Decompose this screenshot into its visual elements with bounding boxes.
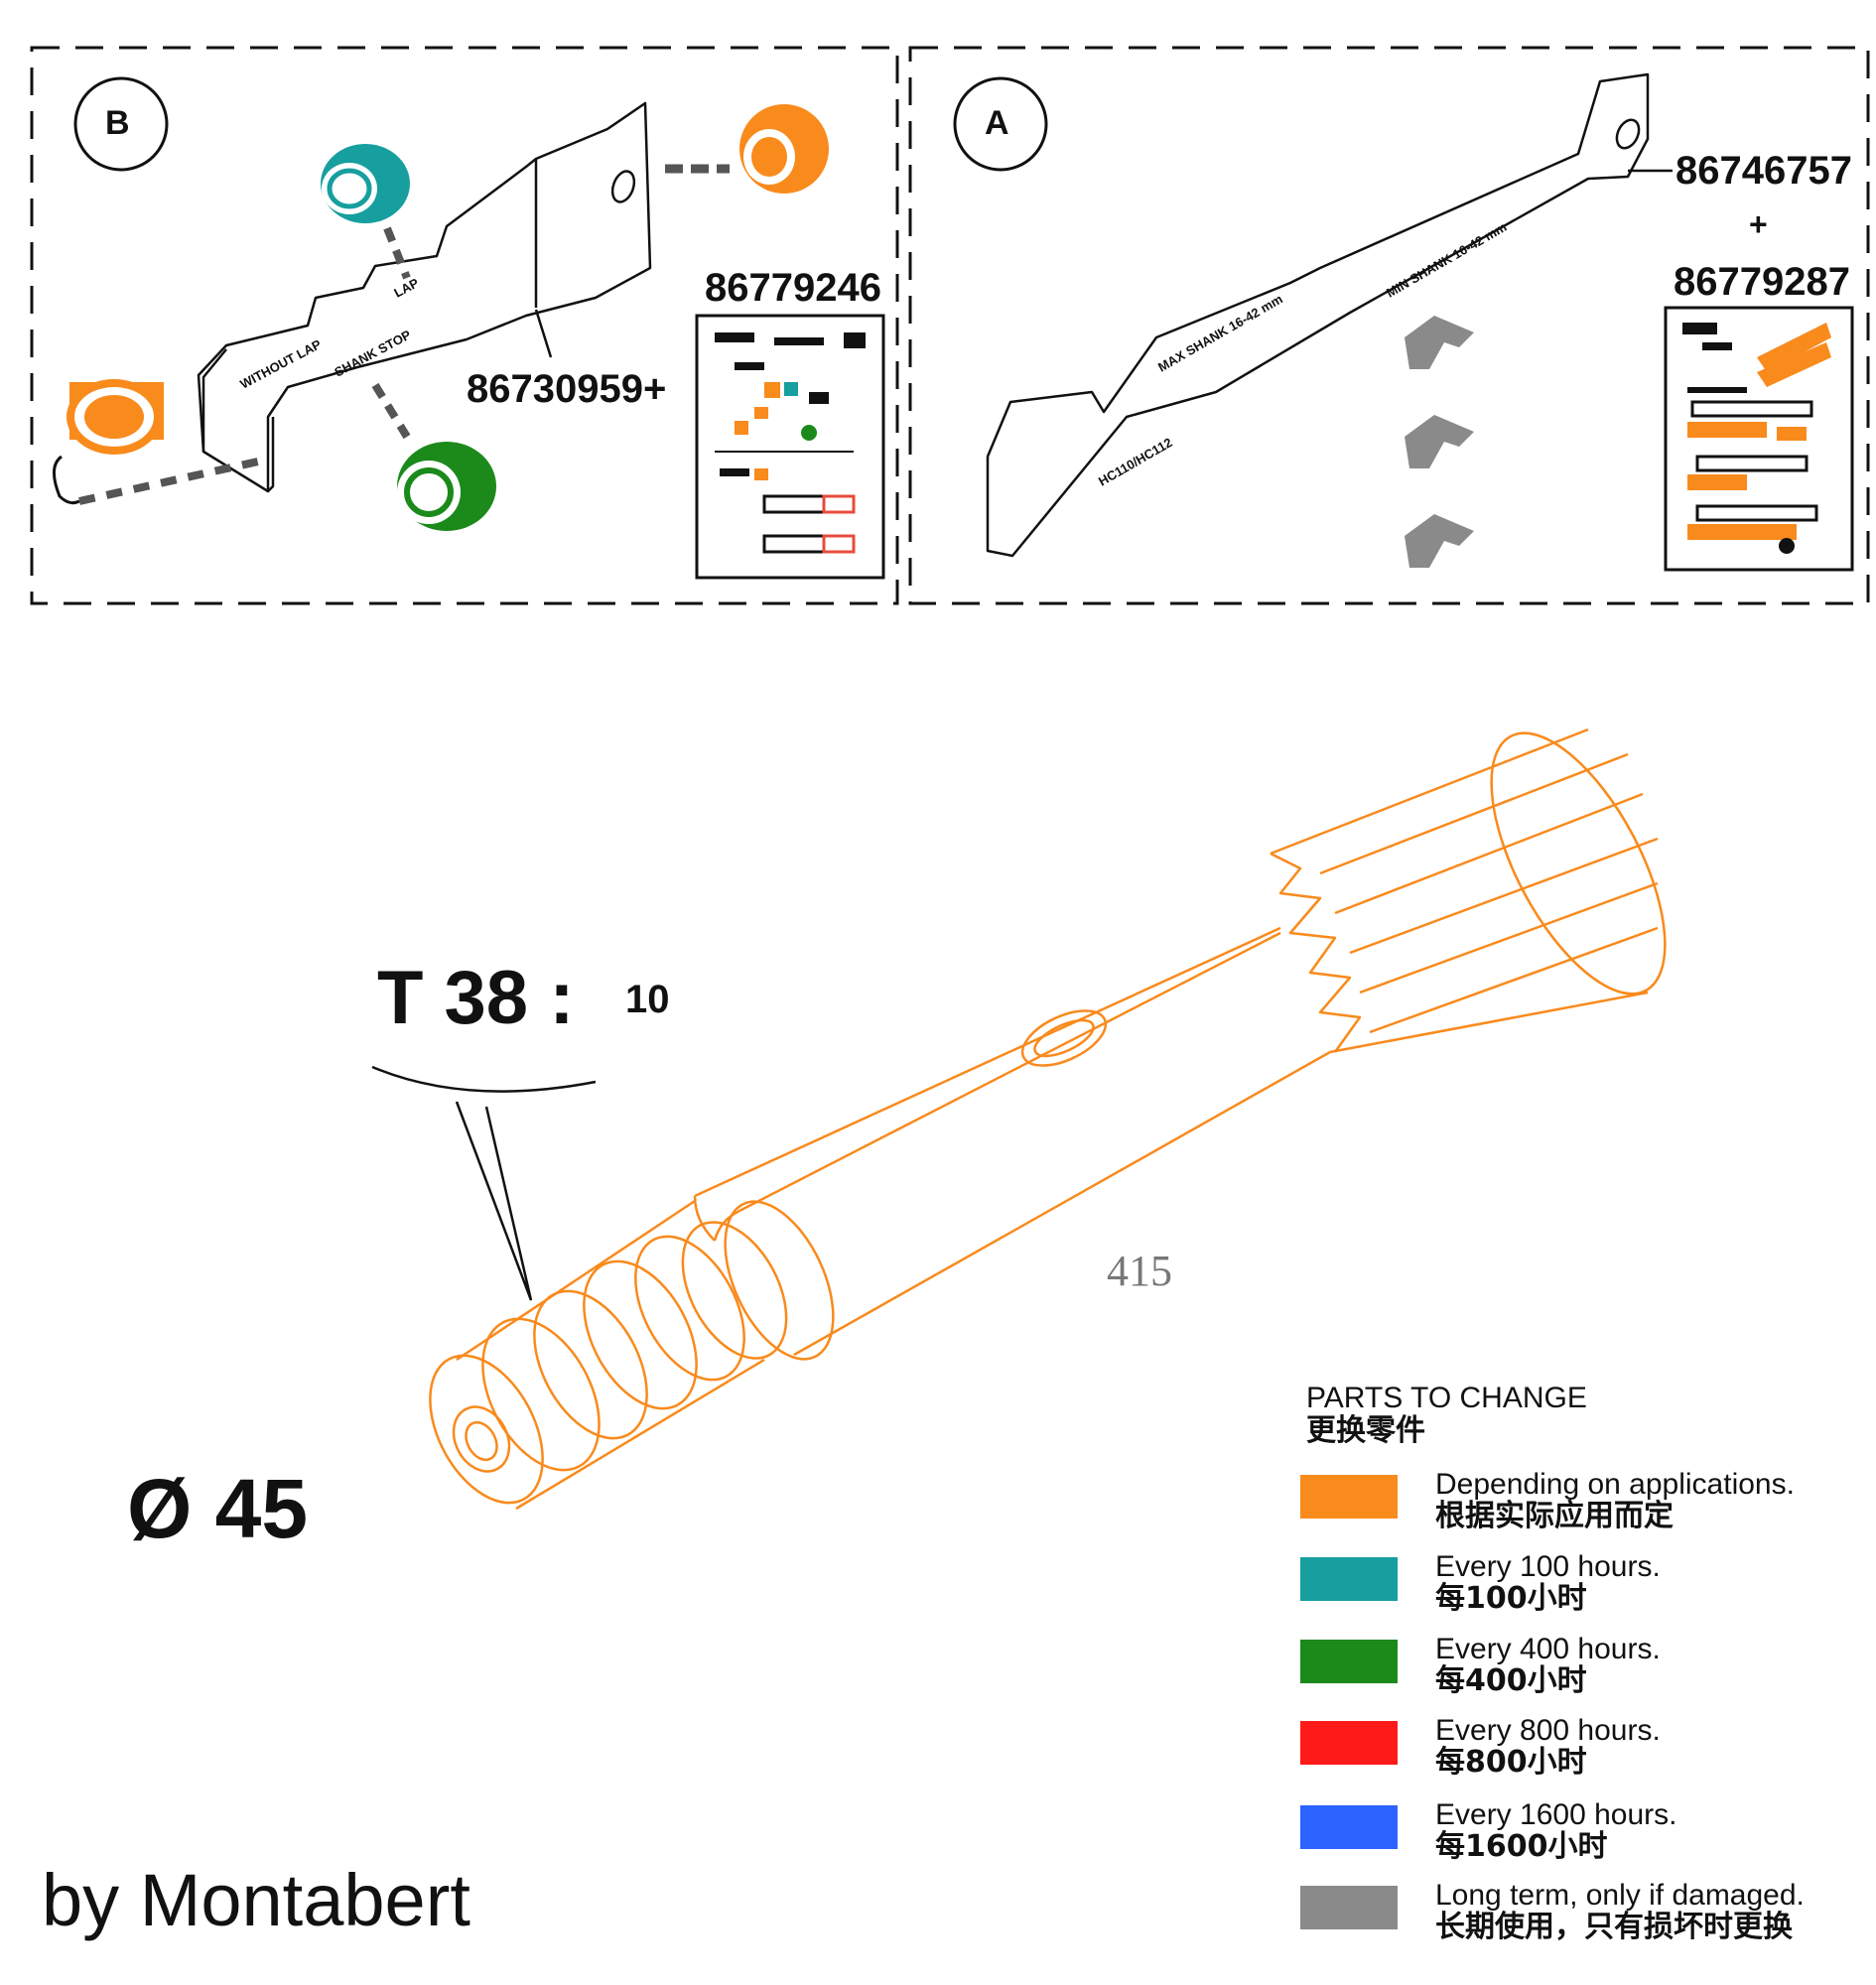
shank-spec: T 38 : — [377, 956, 575, 1040]
legend-item-en: Long term, only if damaged. — [1435, 1879, 1805, 1912]
shank-spec-ratio: 10 — [625, 978, 670, 1021]
panel-a-label: A — [985, 104, 1009, 142]
connector-line — [371, 382, 411, 440]
part-number-gauge-b: 86730959+ — [467, 367, 667, 411]
svg-text:LAP: LAP — [391, 275, 421, 301]
legend-item: Every 400 hours.每400小时 — [1300, 1634, 1866, 1703]
orange-bushing-left — [53, 379, 164, 505]
legend-title-en: PARTS TO CHANGE — [1306, 1382, 1587, 1414]
instruction-sheet-a-icon — [1664, 306, 1854, 572]
legend-item-en: Every 100 hours. — [1435, 1550, 1661, 1583]
green-bushing — [397, 442, 496, 531]
panel-b-label: B — [105, 104, 130, 142]
instruction-sheet-b-icon — [695, 314, 885, 580]
wear-gauge-a-illustration: HC110/HC112 MAX SHANK 16-42 mm MIN SHANK… — [986, 72, 1650, 558]
gray-arrow-icon — [1405, 316, 1474, 568]
callout-pointer — [455, 1101, 533, 1301]
orange-bushing-top — [739, 104, 829, 194]
leader-line — [534, 309, 553, 358]
part-number-instructions-a: 86779287 — [1674, 260, 1850, 304]
callout-bracket — [371, 1065, 597, 1093]
shank-diameter: Ø 45 — [127, 1462, 309, 1555]
part-number-instructions-b: 86779246 — [705, 266, 881, 310]
legend-item-zh: 每800小时 — [1435, 1745, 1587, 1780]
wear-gauge-b-illustration: WITHOUT LAP SHANK STOP LAP — [197, 101, 652, 493]
connector-line — [78, 458, 259, 505]
legend-item: Long term, only if damaged.长期使用，只有损坏时更换 — [1300, 1880, 1866, 1949]
legend-item-en: Every 800 hours. — [1435, 1714, 1661, 1747]
legend-item-en: Every 400 hours. — [1435, 1633, 1661, 1665]
legend-swatch-green — [1300, 1640, 1398, 1683]
legend-item: Depending on applications.根据实际应用而定 — [1300, 1469, 1866, 1538]
svg-text:SHANK STOP: SHANK STOP — [332, 327, 413, 379]
legend-item-zh: 每400小时 — [1435, 1663, 1587, 1698]
connector-line — [383, 226, 411, 280]
part-number-gauge-a: 86746757 — [1675, 149, 1852, 193]
legend-swatch-orange — [1300, 1475, 1398, 1519]
panel-b-circle — [73, 76, 169, 172]
legend-item-zh: 根据实际应用而定 — [1435, 1499, 1674, 1533]
legend-item-en: Every 1600 hours. — [1435, 1798, 1677, 1831]
legend-title-zh: 更换零件 — [1306, 1413, 1425, 1448]
legend-item: Every 800 hours.每800小时 — [1300, 1715, 1866, 1785]
svg-text:HC110/HC112: HC110/HC112 — [1096, 435, 1174, 489]
plus-sign: + — [1749, 206, 1768, 242]
legend-item-en: Depending on applications. — [1435, 1468, 1795, 1501]
reference-number: 415 — [1107, 1247, 1172, 1295]
legend-title: PARTS TO CHANGE 更换零件 — [1306, 1382, 1587, 1447]
legend-item-zh: 每100小时 — [1435, 1581, 1587, 1616]
panel-b-frame — [30, 46, 899, 605]
legend-item: Every 100 hours.每100小时 — [1300, 1551, 1866, 1621]
panel-a-circle — [953, 76, 1048, 172]
legend-item: Every 1600 hours.每1600小时 — [1300, 1799, 1866, 1869]
svg-text:WITHOUT LAP: WITHOUT LAP — [237, 336, 324, 392]
orange-shank-illustration — [429, 728, 1667, 1511]
credit-text: by Montabert — [42, 1859, 470, 1941]
panel-a-frame — [908, 46, 1870, 605]
legend-item-zh: 每1600小时 — [1435, 1829, 1608, 1864]
teal-bushing — [321, 144, 410, 223]
legend-swatch-gray — [1300, 1886, 1398, 1929]
legend-swatch-teal — [1300, 1557, 1398, 1601]
legend-swatch-blue — [1300, 1805, 1398, 1849]
legend-swatch-red — [1300, 1721, 1398, 1765]
legend-item-zh: 长期使用，只有损坏时更换 — [1435, 1910, 1793, 1944]
